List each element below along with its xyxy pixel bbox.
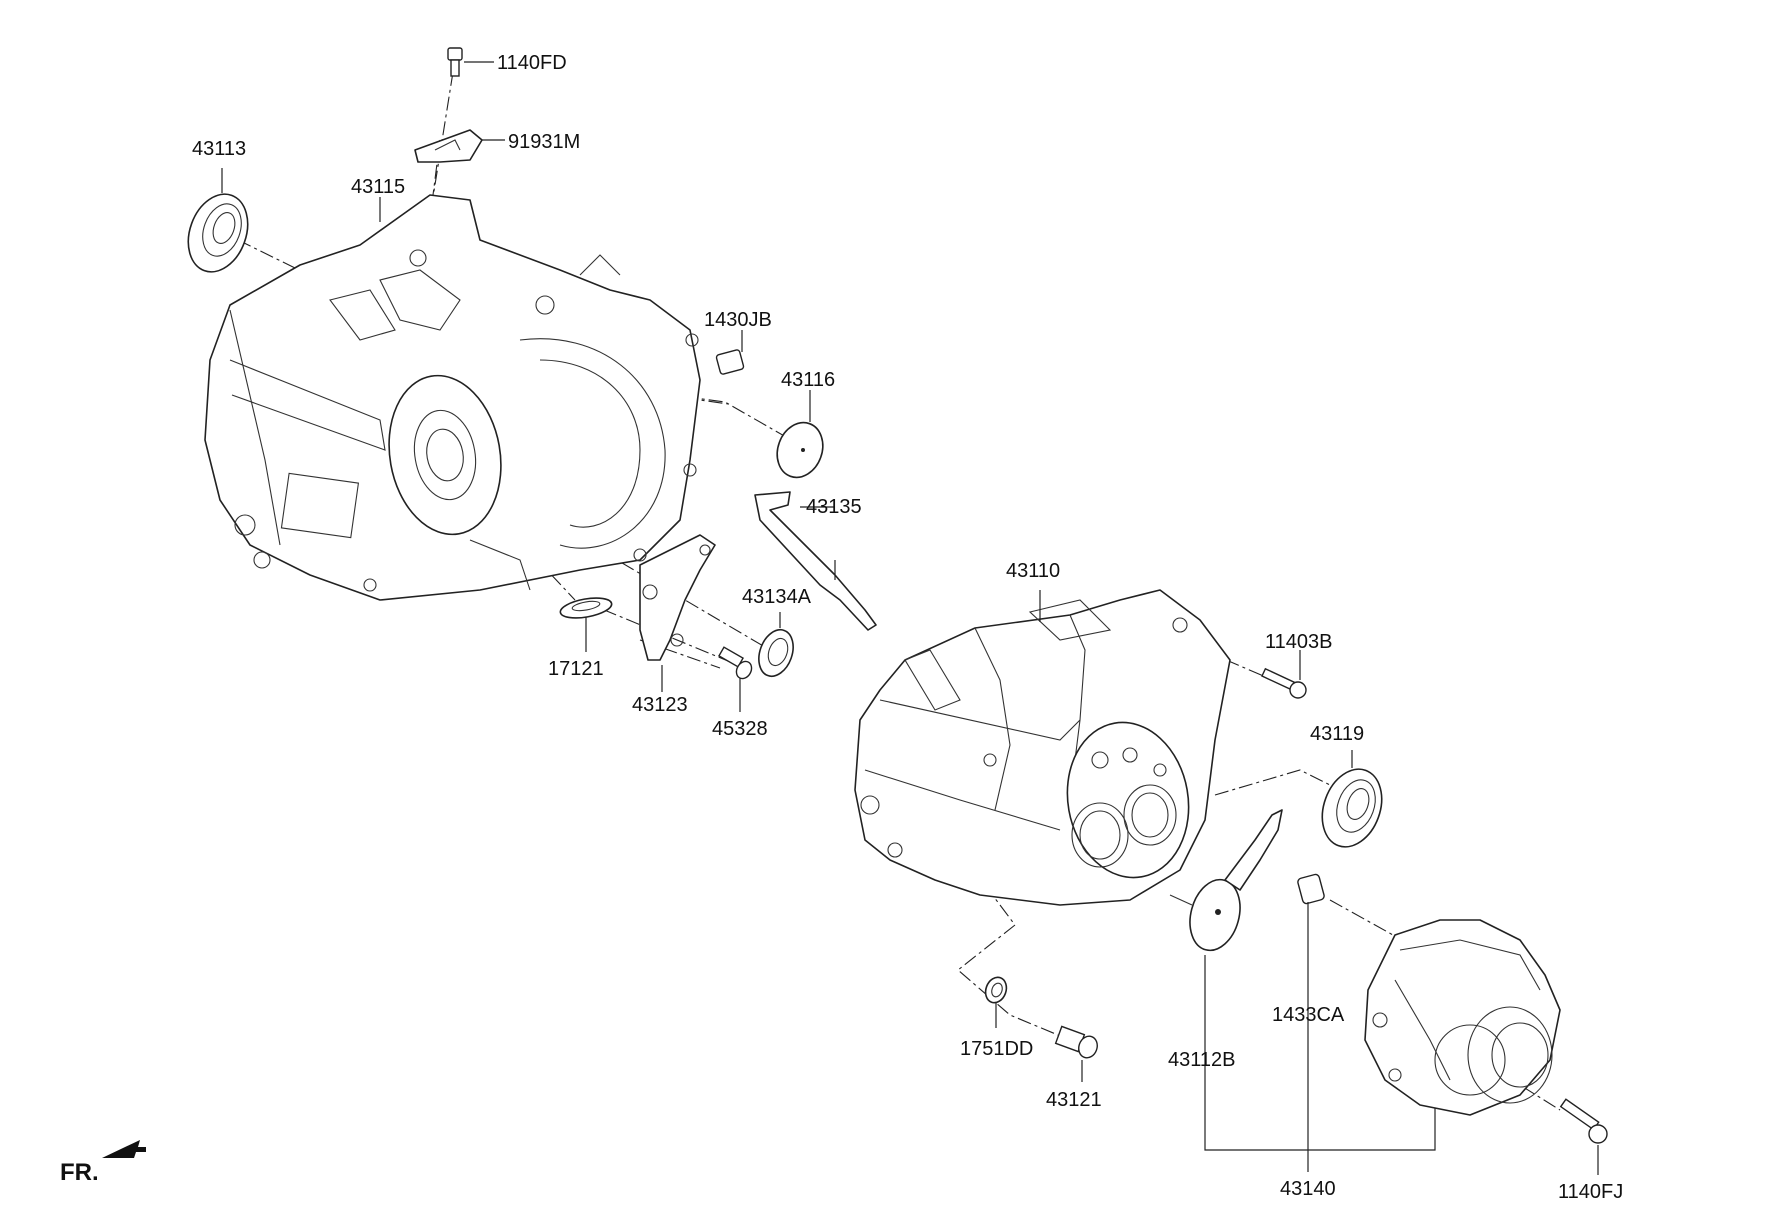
pin-1430JB [715,349,745,375]
label-17121: 17121 [548,658,604,680]
label-91931M: 91931M [508,131,580,153]
label-43121: 43121 [1046,1089,1102,1111]
bolt-11403B [1261,667,1307,699]
label-43140: 43140 [1280,1178,1336,1200]
bracket-91931M [414,129,483,163]
label-43110: 43110 [1006,560,1060,582]
part-labels: 1140FD 91931M 43113 43115 1430JB 43116 4… [60,52,1623,1203]
plate-43112B [1169,809,1283,952]
washer-17121 [559,597,613,619]
label-1140FJ: 1140FJ [1558,1181,1623,1203]
label-43134A: 43134A [742,586,812,608]
bolt-45328 [718,646,753,680]
label-11403B: 11403B [1265,631,1332,653]
label-1751DD: 1751DD [960,1038,1033,1060]
pin-1433CA [1297,873,1325,905]
label-43115: 43115 [351,176,405,198]
label-43113: 43113 [192,138,246,160]
rear-cover-43140 [1364,919,1561,1116]
bracket-43123 [639,534,716,661]
oil-seal-43119 [1321,768,1383,848]
bolt-1140FJ [1559,1098,1608,1144]
oil-seal-43134A [758,628,794,678]
front-direction-arrow [102,1140,146,1158]
label-45328: 45328 [712,718,768,740]
transmission-case-43110 [854,589,1231,906]
label-1140FD: 1140FD [497,52,567,74]
label-43119: 43119 [1310,723,1364,745]
leader-lines [221,61,1599,1175]
washer-1751DD [984,976,1008,1004]
plug-43121 [1054,1025,1098,1059]
plate-43116 [776,421,824,479]
bolt-1140FD [447,47,463,77]
bracket-43135 [754,491,877,631]
label-1433CA: 1433CA [1272,1004,1345,1026]
label-43135: 43135 [806,496,862,518]
label-fr: FR. [60,1159,99,1186]
label-43123: 43123 [632,694,688,716]
label-43116: 43116 [781,369,835,391]
label-1430JB: 1430JB [704,309,772,331]
oil-seal-43113 [187,193,249,273]
clutch-housing-43115 [204,194,701,601]
label-43112B: 43112B [1168,1049,1235,1071]
